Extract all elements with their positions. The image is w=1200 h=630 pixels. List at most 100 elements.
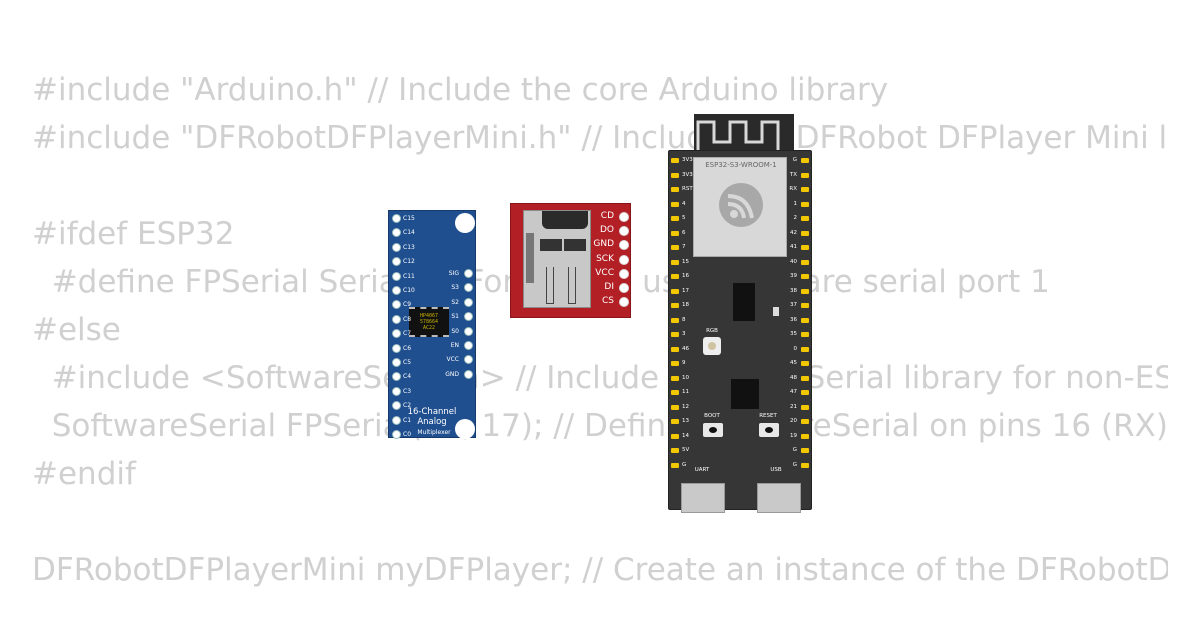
esp-pin[interactable] — [801, 245, 809, 250]
esp-pin[interactable] — [671, 375, 679, 381]
esp-pin[interactable] — [801, 375, 809, 381]
esp-pin[interactable] — [671, 462, 679, 468]
esp-pin[interactable] — [801, 158, 809, 163]
sd-pin-label: DI — [604, 282, 614, 292]
mux-pin[interactable] — [392, 242, 401, 252]
esp-pin[interactable] — [801, 172, 809, 178]
mux-pin[interactable] — [392, 314, 401, 324]
mux-pin-label: S2 — [451, 298, 459, 306]
esp-pin-label: 38 — [790, 287, 797, 294]
antenna-trace-icon — [696, 120, 780, 150]
esp-pin[interactable] — [671, 259, 679, 265]
esp-pin[interactable] — [671, 361, 679, 366]
esp-pin[interactable] — [801, 448, 809, 453]
slot-spring — [568, 267, 576, 304]
mux-pin[interactable] — [464, 326, 473, 336]
esp-pin[interactable] — [671, 288, 679, 294]
mux-pin[interactable] — [392, 386, 401, 396]
esp-pin[interactable] — [671, 158, 679, 163]
mux-pin[interactable] — [464, 355, 473, 365]
code-line: #else — [32, 312, 121, 348]
esp-pin[interactable] — [671, 187, 679, 192]
multiplexer-board[interactable]: HP4067 578664 AC22 16-Channel Analog Mul… — [388, 210, 476, 439]
sd-pin-label: CD — [600, 211, 614, 221]
mux-pin[interactable] — [464, 283, 473, 293]
esp-pin-label: 20 — [790, 418, 797, 424]
esp-led — [773, 307, 779, 316]
mux-pin-label: S0 — [451, 327, 459, 335]
mux-pin-label: C9 — [403, 301, 412, 309]
esp-pin[interactable] — [801, 361, 809, 366]
mux-pin[interactable] — [392, 343, 401, 353]
esp-pin[interactable] — [801, 216, 809, 221]
uart-usb-port[interactable] — [681, 483, 725, 513]
mux-pin[interactable] — [392, 214, 401, 223]
esp-pin[interactable] — [671, 230, 679, 236]
sd-pin[interactable] — [619, 212, 629, 222]
usb-port[interactable] — [757, 483, 801, 513]
mux-pin[interactable] — [392, 372, 401, 382]
esp-pin[interactable] — [801, 404, 809, 410]
esp-pin[interactable] — [801, 346, 809, 352]
mux-pin-label: C8 — [403, 315, 412, 323]
sd-pin[interactable] — [619, 254, 629, 265]
esp-pin[interactable] — [671, 332, 679, 337]
esp-pin[interactable] — [801, 419, 809, 424]
esp-pin[interactable] — [801, 433, 809, 439]
mux-pin[interactable] — [464, 269, 473, 278]
esp-pin[interactable] — [671, 390, 679, 395]
reset-button[interactable] — [759, 423, 779, 437]
sd-pin[interactable] — [619, 226, 629, 237]
esp-pin-label: G — [682, 461, 687, 468]
mux-pin[interactable] — [392, 415, 401, 425]
boot-button[interactable] — [703, 423, 723, 437]
mux-pin[interactable] — [392, 228, 401, 238]
esp-pin[interactable] — [801, 187, 809, 192]
mux-pin[interactable] — [392, 286, 401, 295]
esp-pin[interactable] — [801, 230, 809, 236]
esp-pin[interactable] — [671, 216, 679, 221]
esp-pin[interactable] — [671, 317, 679, 323]
mux-pin[interactable] — [392, 329, 401, 339]
mux-pin[interactable] — [392, 358, 401, 367]
mux-pin[interactable] — [464, 369, 473, 379]
esp-pin[interactable] — [801, 317, 809, 323]
mux-title: 16-Channel Analog — [407, 407, 457, 427]
uart-label: UART — [694, 467, 710, 473]
mux-pin[interactable] — [392, 430, 401, 439]
esp-pin[interactable] — [671, 303, 679, 308]
mux-pin[interactable] — [464, 312, 473, 322]
esp-pin[interactable] — [801, 274, 809, 279]
esp-pin[interactable] — [801, 201, 809, 207]
sd-pin[interactable] — [619, 283, 629, 293]
esp-pin[interactable] — [671, 274, 679, 279]
esp-pin-label: 11 — [682, 389, 689, 395]
mux-pin[interactable] — [392, 271, 401, 281]
sd-pin[interactable] — [619, 268, 629, 279]
esp-pin[interactable] — [671, 201, 679, 207]
mux-pin[interactable] — [392, 300, 401, 310]
esp-pin[interactable] — [801, 288, 809, 294]
esp-pin[interactable] — [671, 448, 679, 453]
sd-pin[interactable] — [619, 240, 629, 251]
esp-pin[interactable] — [801, 332, 809, 337]
esp-pin[interactable] — [801, 303, 809, 308]
slot-shield-top — [542, 211, 588, 229]
esp-pin[interactable] — [671, 433, 679, 439]
esp-pin[interactable] — [671, 346, 679, 352]
esp-pin[interactable] — [801, 390, 809, 395]
esp-pin[interactable] — [671, 172, 679, 178]
esp-pin[interactable] — [671, 404, 679, 410]
mux-pin[interactable] — [464, 341, 473, 350]
esp32-board[interactable]: ESP32-S3-WROOM-1 RGB BOOT RESET UART USB… — [668, 150, 812, 513]
mux-pin[interactable] — [392, 401, 401, 411]
mux-pin[interactable] — [464, 297, 473, 307]
mux-pin[interactable] — [392, 257, 401, 267]
sd-pin[interactable] — [619, 297, 629, 308]
esp-pin[interactable] — [801, 462, 809, 468]
esp-pin[interactable] — [801, 259, 809, 265]
esp-pin[interactable] — [671, 245, 679, 250]
mux-pin-label: C13 — [403, 243, 415, 251]
esp-pin[interactable] — [671, 419, 679, 424]
